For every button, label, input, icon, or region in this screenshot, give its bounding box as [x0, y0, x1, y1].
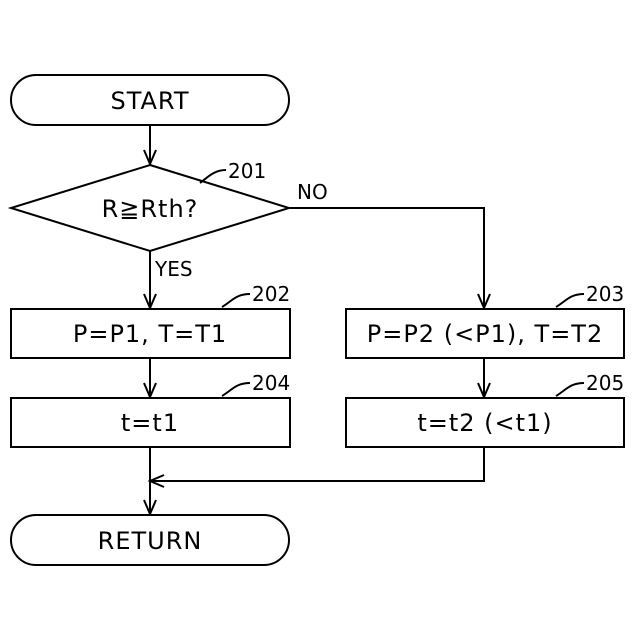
ref-number-205: 205 [586, 371, 624, 395]
process-label-204: t=t1 [121, 409, 179, 437]
start-label: START [110, 87, 189, 115]
yes-branch: YES [144, 251, 193, 308]
process-step-203: P=P2 (<P1), T=T2 203 [346, 282, 624, 358]
arrow-202-to-204 [144, 358, 156, 397]
ref-leader-203 [556, 294, 584, 307]
ref-leader-205 [556, 383, 584, 396]
decision-node: R≧Rth? 201 [11, 159, 289, 251]
ref-number-203: 203 [586, 282, 624, 306]
merge-connector [144, 447, 484, 514]
decision-ref-number: 201 [228, 159, 266, 183]
ref-number-202: 202 [252, 282, 290, 306]
no-branch-label: NO [297, 180, 328, 204]
process-label-202: P=P1, T=T1 [73, 320, 227, 348]
return-terminal: RETURN [11, 515, 289, 565]
arrow-203-to-205 [478, 358, 490, 397]
ref-number-204: 204 [252, 371, 290, 395]
no-branch: NO [289, 180, 490, 308]
ref-leader-204 [222, 383, 250, 396]
decision-ref-leader [200, 170, 226, 183]
start-terminal: START [11, 75, 289, 125]
process-step-205: t=t2 (<t1) 205 [346, 371, 624, 447]
ref-leader-202 [222, 294, 250, 307]
return-label: RETURN [98, 527, 203, 555]
decision-label: R≧Rth? [102, 195, 199, 223]
process-label-205: t=t2 (<t1) [417, 409, 552, 437]
arrow-start-to-decision [144, 125, 156, 164]
yes-branch-label: YES [154, 257, 193, 281]
process-label-203: P=P2 (<P1), T=T2 [367, 320, 604, 348]
